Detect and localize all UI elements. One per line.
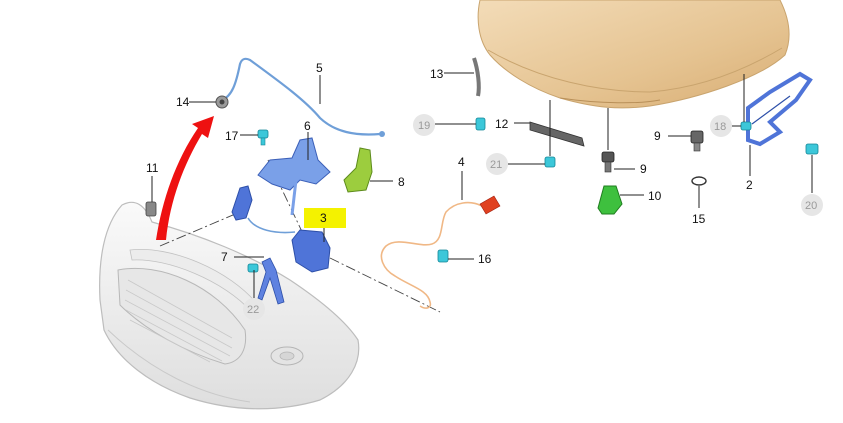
callout-21-circle — [486, 153, 508, 175]
leader-lines — [151, 72, 813, 300]
callout-17: 17 — [225, 129, 239, 143]
callout-22-circle — [243, 298, 265, 320]
lower-cable — [247, 217, 296, 234]
clip-part-17 — [257, 129, 269, 146]
bolt-part-20 — [805, 143, 819, 155]
callout-2: 2 — [746, 178, 753, 192]
hinge-part-2 — [746, 71, 813, 147]
callout-10: 10 — [648, 189, 662, 203]
callout-7: 7 — [221, 250, 228, 264]
callout-18: 18 — [714, 121, 726, 133]
front-bumper — [99, 201, 360, 410]
callout-15: 15 — [692, 212, 706, 226]
callout-11: 11 — [146, 161, 159, 175]
grommet-part — [215, 95, 229, 109]
callout-16: 16 — [478, 252, 492, 266]
bracket-part-left — [231, 185, 253, 221]
hood-panel — [477, 0, 790, 109]
bracket-part-10 — [597, 185, 623, 215]
bolt-part-11 — [145, 201, 157, 217]
bumper-stop-9b — [690, 130, 704, 152]
clip-part-21 — [544, 156, 556, 168]
striker-part-8 — [343, 147, 373, 193]
seal-part-12 — [529, 121, 585, 147]
bracket-part-7 — [247, 257, 285, 305]
latch-part-3 — [291, 229, 331, 273]
clip-part-19 — [475, 117, 486, 131]
release-cable — [221, 57, 385, 137]
callout-21: 21 — [490, 159, 502, 171]
callout-22: 22 — [247, 304, 259, 316]
callout-8: 8 — [398, 175, 405, 189]
callout-19-circle — [413, 114, 435, 136]
bumper-stop-9 — [601, 151, 615, 173]
callout-9-center: 9 — [640, 162, 647, 176]
clip-part-16 — [437, 249, 449, 263]
callout-20-circle — [801, 194, 823, 216]
callout-20: 20 — [805, 200, 817, 212]
callout-3: 3 — [320, 211, 327, 225]
callout-5: 5 — [316, 61, 323, 75]
highlight-box — [304, 208, 346, 228]
callout-4: 4 — [458, 155, 465, 169]
callout-9-right: 9 — [654, 129, 661, 143]
callout-19: 19 — [418, 120, 430, 132]
wire-harness — [380, 195, 501, 309]
callout-18-circle — [710, 115, 732, 137]
bracket-part-6 — [257, 137, 331, 216]
seal-part-13 — [472, 57, 481, 97]
callout-12: 12 — [495, 117, 509, 131]
callout-14: 14 — [176, 95, 190, 109]
clip-part-18 — [740, 121, 752, 131]
callout-13: 13 — [430, 67, 444, 81]
callout-labels: 14 5 17 6 8 11 3 7 22 4 16 13 19 12 21 9… — [146, 61, 823, 320]
callout-6: 6 — [304, 119, 311, 133]
spring-part-15 — [691, 176, 707, 186]
direction-arrow — [156, 116, 214, 240]
